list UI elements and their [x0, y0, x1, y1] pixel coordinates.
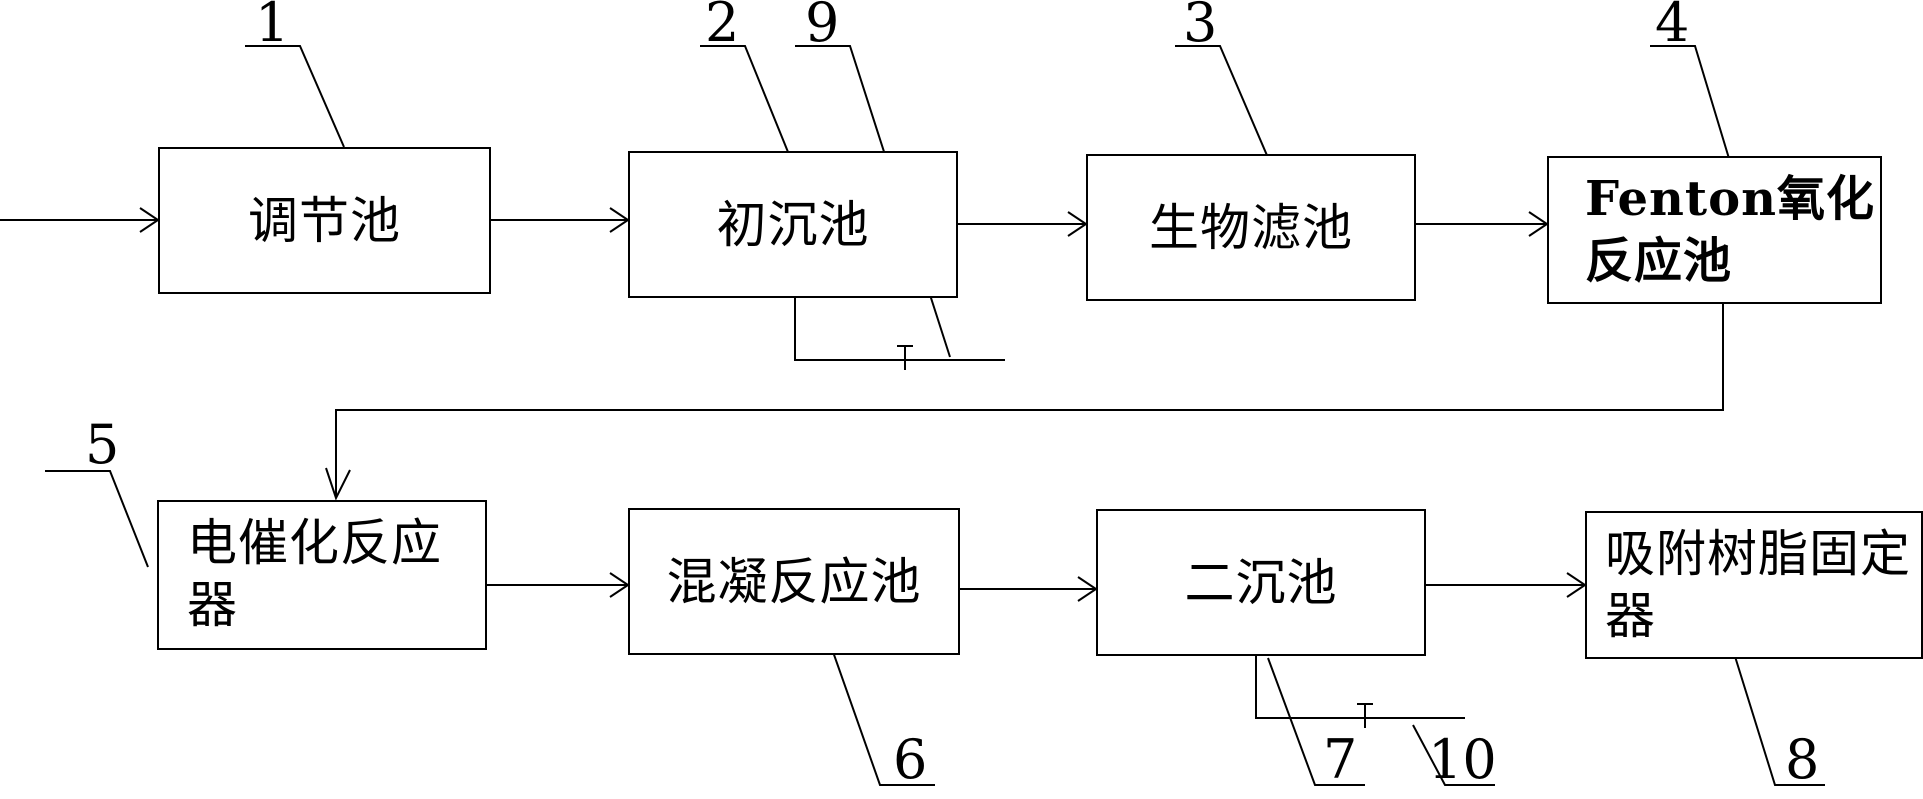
leader-8 — [1732, 649, 1825, 786]
callout-10: 10 — [1428, 728, 1497, 791]
box-2-primary-sedimentation-tank: 初沉池 — [628, 151, 958, 298]
box-7-secondary-sedimentation-tank: 二沉池 — [1096, 509, 1426, 656]
box-7-label: 二沉池 — [1184, 553, 1338, 612]
callout-9: 9 — [805, 0, 840, 54]
leader-4 — [1650, 45, 1735, 176]
callout-5: 5 — [85, 413, 120, 476]
leader-1 — [245, 45, 345, 148]
box-6-label: 混凝反应池 — [666, 552, 922, 611]
callout-3: 3 — [1183, 0, 1218, 54]
sludge-pipe-9 — [794, 297, 1005, 361]
leader-2 — [700, 45, 789, 153]
callout-7: 7 — [1323, 728, 1358, 791]
callout-1: 1 — [255, 0, 290, 54]
box-5-label: 电催化反应器 — [187, 514, 442, 634]
box-3-label: 生物滤池 — [1149, 198, 1353, 257]
box-1-label: 调节池 — [248, 191, 401, 250]
box-1-equalization-tank: 调节池 — [158, 147, 491, 294]
box-8-adsorption-resin-fixer: 吸附树脂固定器 — [1585, 511, 1923, 659]
box-2-label: 初沉池 — [716, 195, 870, 254]
callout-2: 2 — [705, 0, 740, 54]
leader-5 — [45, 470, 149, 568]
leader-3 — [1175, 45, 1276, 175]
callout-4: 4 — [1655, 0, 1690, 54]
leader-10 — [1412, 724, 1495, 786]
box-4-label: Fenton氧化反应池 — [1585, 171, 1875, 289]
box-5-electrocatalytic-reactor: 电催化反应器 — [157, 500, 487, 650]
leader-7 — [1267, 657, 1365, 786]
callout-8: 8 — [1785, 728, 1820, 791]
box-6-coagulation-tank: 混凝反应池 — [628, 508, 960, 655]
callout-6: 6 — [893, 728, 928, 791]
box-3-biofilter: 生物滤池 — [1086, 154, 1416, 301]
box-8-label: 吸附树脂固定器 — [1605, 525, 1911, 645]
arrowhead-4-5 — [325, 467, 351, 501]
box-4-fenton-reactor: Fenton氧化反应池 — [1547, 156, 1882, 304]
leader-6 — [825, 631, 935, 786]
connector-4-5 — [335, 304, 1724, 498]
sludge-pipe-10 — [1255, 654, 1465, 719]
